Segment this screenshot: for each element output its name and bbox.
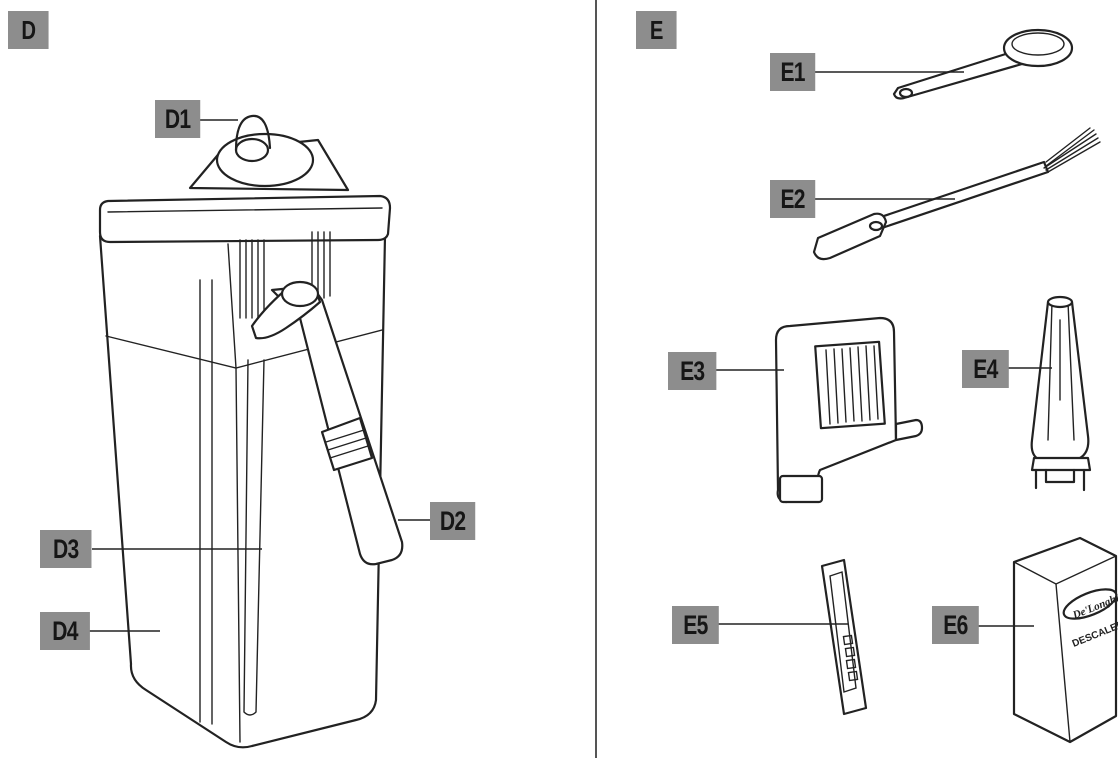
part-d3-label: D3 xyxy=(40,530,91,568)
part-e3-label: E3 xyxy=(668,352,716,390)
part-e6-label: E6 xyxy=(932,606,979,644)
part-d1-label: D1 xyxy=(155,100,200,138)
part-e1-label: E1 xyxy=(770,53,815,91)
part-d4-label: D4 xyxy=(40,612,90,650)
section-d-label: D xyxy=(8,11,49,49)
cleaning-tool-illustration xyxy=(776,318,922,502)
part-e2-label: E2 xyxy=(770,180,815,218)
part-e4-label: E4 xyxy=(962,350,1009,388)
cleaning-brush-illustration xyxy=(814,128,1100,259)
descaler-box-illustration: De'Longhi DESCALER xyxy=(1014,538,1118,742)
measuring-scoop-illustration xyxy=(894,30,1072,99)
section-e-label: E xyxy=(636,11,677,49)
water-filter-illustration xyxy=(1032,297,1090,490)
test-strip-illustration xyxy=(822,560,866,714)
milk-container-illustration xyxy=(100,116,402,747)
part-d2-label: D2 xyxy=(430,502,475,540)
part-e5-label: E5 xyxy=(672,606,719,644)
